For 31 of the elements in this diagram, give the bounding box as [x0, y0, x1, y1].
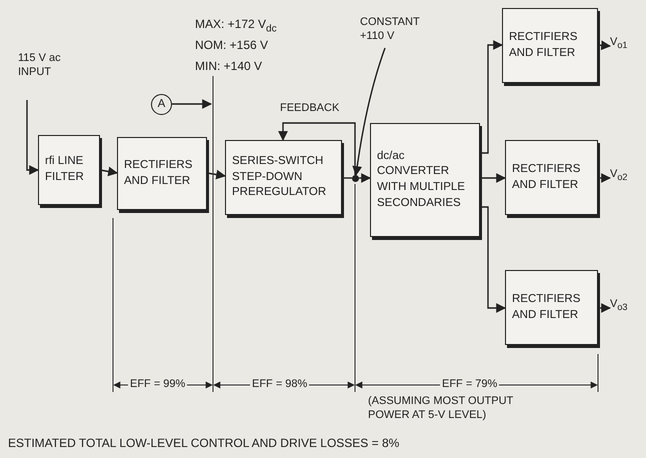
- block-box: dc/ac CONVERTER WITH MULTIPLE SECONDARIES: [370, 123, 480, 237]
- junction-dot: [352, 175, 359, 182]
- note-text: (ASSUMING MOST OUTPUT POWER AT 5-V LEVEL): [368, 394, 514, 423]
- voltage-range-text: MAX: +172 V$_{dc}$: [195, 17, 277, 36]
- block-box: RECTIFIERS AND FILTER: [505, 270, 598, 345]
- reference-circle: A: [151, 94, 172, 115]
- arrow: [480, 40, 503, 154]
- note-text: ESTIMATED TOTAL LOW-LEVEL CONTROL AND DRIVE LOSSES = 8%: [8, 436, 400, 452]
- annotation-text: 115 V ac INPUT: [18, 52, 62, 80]
- arrow: [206, 170, 226, 180]
- block-box: SERIES-SWITCH STEP-DOWN PREREGULATOR: [225, 140, 342, 215]
- output-voltage-label: V$_{o1}$: [610, 36, 629, 52]
- arrow: [100, 166, 118, 176]
- block-box: rfi LINE FILTER: [38, 135, 100, 205]
- block-box: RECTIFIERS AND FILTER: [502, 8, 598, 83]
- edge-label: FEEDBACK: [280, 101, 340, 116]
- arrow: [26, 100, 39, 175]
- arrow: [359, 173, 371, 183]
- arrow: [172, 99, 212, 109]
- arrow: [278, 122, 356, 175]
- arrow: [480, 173, 506, 183]
- output-voltage-label: V$_{o2}$: [610, 168, 629, 184]
- output-voltage-label: V$_{o3}$: [610, 298, 629, 314]
- arrow: [480, 206, 506, 313]
- arrow: [598, 40, 611, 50]
- arrow: [352, 48, 386, 176]
- voltage-range-text: MIN: +140 V: [195, 59, 262, 75]
- voltage-range-text: NOM: +156 V: [195, 38, 268, 54]
- block-box: RECTIFIERS AND FILTER: [117, 137, 207, 210]
- block-box: RECTIFIERS AND FILTER: [505, 140, 598, 215]
- annotation-text: CONSTANT +110 V: [360, 16, 420, 44]
